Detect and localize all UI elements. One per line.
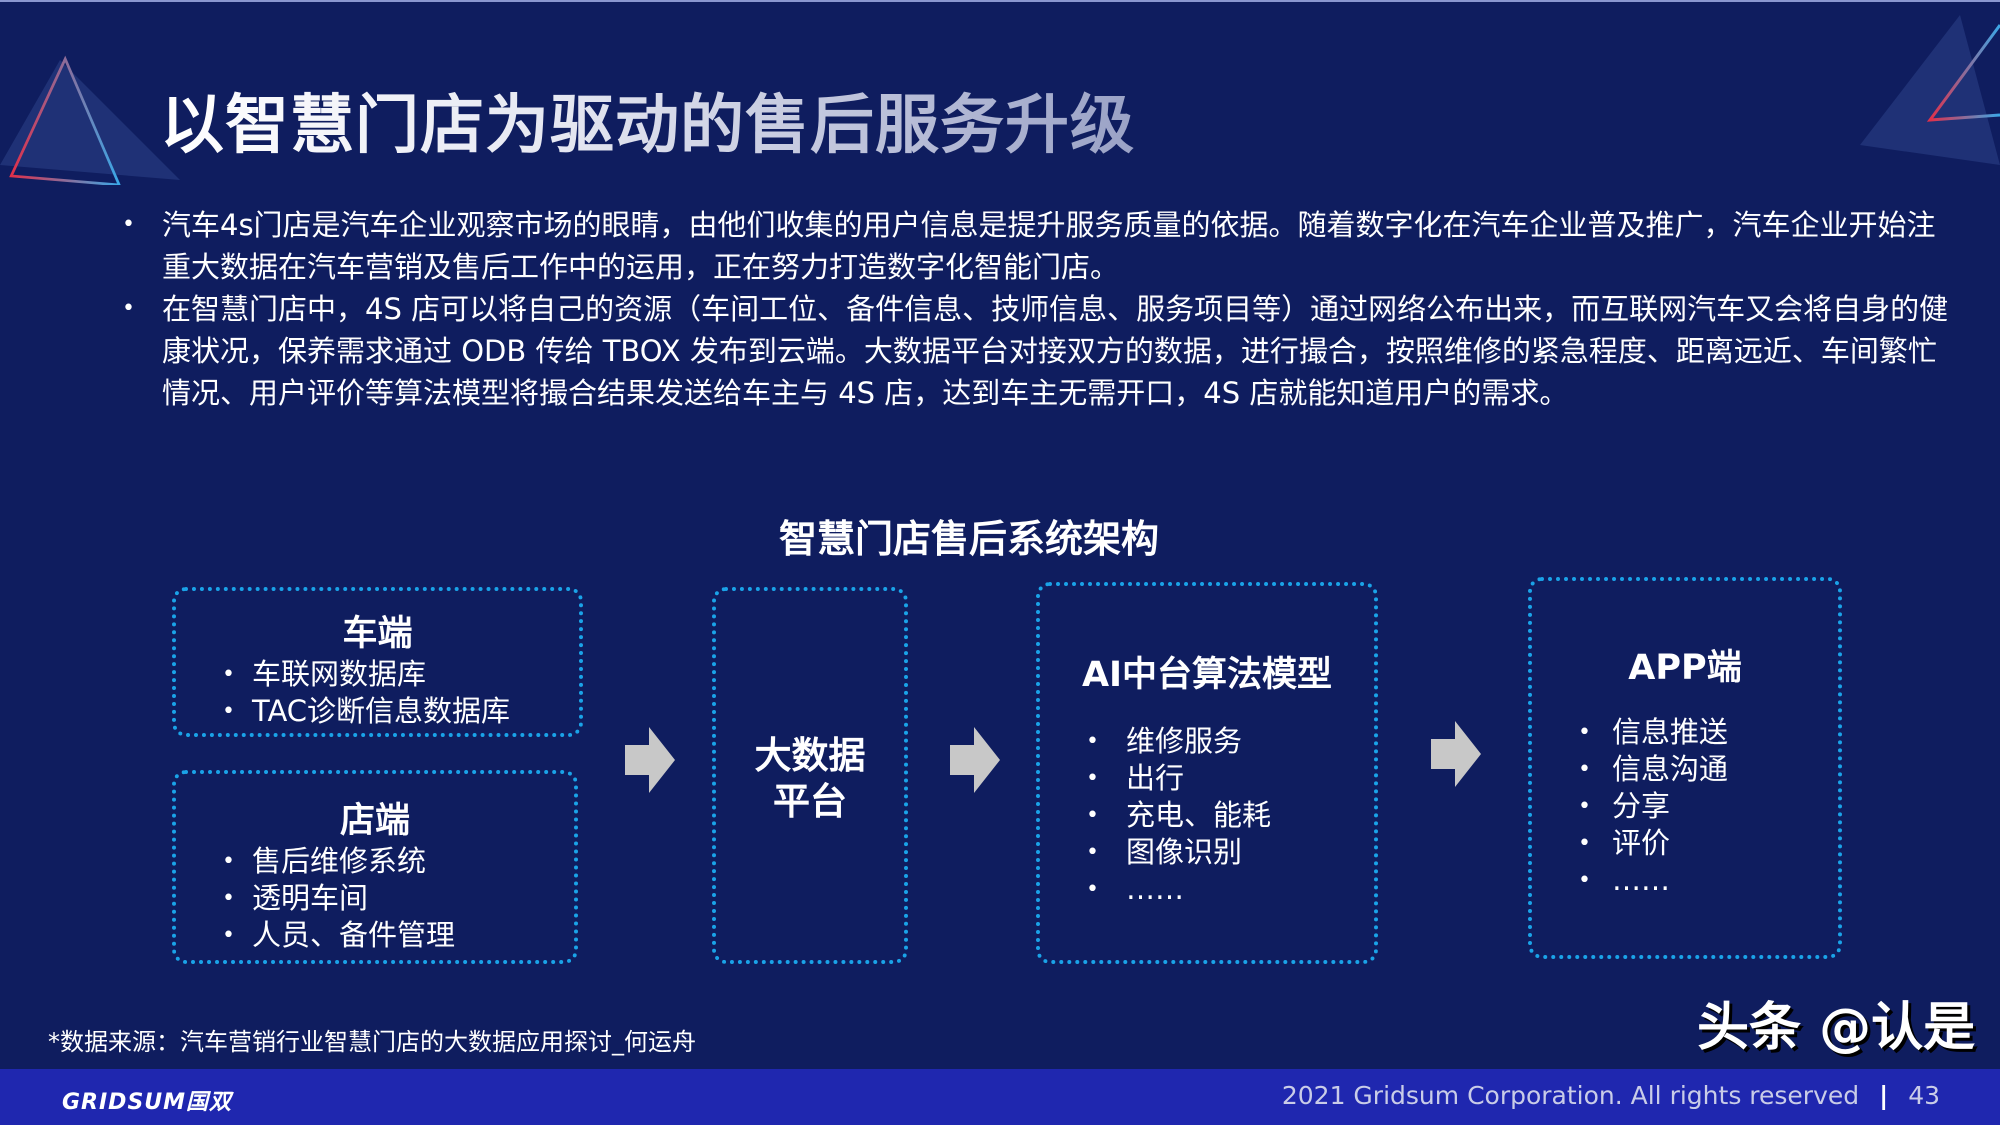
list-item: 人员、备件管理 <box>216 917 574 954</box>
list-item: …… <box>1572 862 1838 899</box>
list-item: 评价 <box>1572 825 1838 862</box>
ai-model-title: AI中台算法模型 <box>1081 655 1333 695</box>
list-item: 车联网数据库 <box>216 656 579 693</box>
triangle-decoration-right <box>1860 15 2000 165</box>
store-end-box: 店端 售后维修系统 透明车间 人员、备件管理 <box>172 770 578 964</box>
list-item: 出行 <box>1080 760 1374 797</box>
car-end-box: 车端 车联网数据库 TAC诊断信息数据库 <box>172 587 583 737</box>
gridsum-logo: GRIDSUM国双 <box>62 1090 233 1115</box>
separator: | <box>1879 1081 1889 1110</box>
list-item: 维修服务 <box>1080 723 1374 760</box>
intro-bullets: 汽车4s门店是汽车企业观察市场的眼睛，由他们收集的用户信息是提升服务质量的依据。… <box>120 204 1960 414</box>
page-number: 43 <box>1908 1081 1940 1110</box>
bullet-item: 在智慧门店中，4S 店可以将自己的资源（车间工位、备件信息、技师信息、服务项目等… <box>120 288 1960 414</box>
platform-title-line2: 平台 <box>773 780 847 823</box>
source-footnote: *数据来源：汽车营销行业智慧门店的大数据应用探讨_何运舟 <box>48 1028 696 1056</box>
list-item: TAC诊断信息数据库 <box>216 693 579 730</box>
watermark: 头条 @认是 <box>1697 998 1976 1058</box>
list-item: 图像识别 <box>1080 834 1374 871</box>
list-item: 充电、能耗 <box>1080 797 1374 834</box>
footer-bar <box>0 1069 2000 1125</box>
list-item: 售后维修系统 <box>216 843 574 880</box>
list-item: 信息沟通 <box>1572 751 1838 788</box>
list-item: …… <box>1080 871 1374 908</box>
car-end-title: 车端 <box>342 614 413 654</box>
platform-title-line1: 大数据 <box>754 734 866 777</box>
list-item: 信息推送 <box>1572 714 1838 751</box>
store-end-title: 店端 <box>339 801 410 841</box>
list-item: 分享 <box>1572 788 1838 825</box>
arrow-right-icon <box>1431 721 1481 787</box>
footer-copyright-line: 2021 Gridsum Corporation. All rights res… <box>1282 1081 1940 1110</box>
top-border <box>0 0 2000 2</box>
arrow-right-icon <box>950 727 1000 793</box>
app-end-box: APP端 信息推送 信息沟通 分享 评价 …… <box>1528 577 1842 959</box>
triangle-decoration-left <box>0 55 180 185</box>
diagram-title: 智慧门店售后系统架构 <box>778 517 1159 561</box>
list-item: 透明车间 <box>216 880 574 917</box>
app-end-title: APP端 <box>1628 648 1742 688</box>
bullet-item: 汽车4s门店是汽车企业观察市场的眼睛，由他们收集的用户信息是提升服务质量的依据。… <box>120 204 1960 288</box>
arrow-right-icon <box>625 727 675 793</box>
copyright-text: 2021 Gridsum Corporation. All rights res… <box>1281 1081 1860 1110</box>
page-title: 以智慧门店为驱动的售后服务升级 <box>160 74 1135 166</box>
big-data-platform-box: 大数据 平台 <box>712 587 908 964</box>
ai-model-box: AI中台算法模型 维修服务 出行 充电、能耗 图像识别 …… <box>1036 582 1378 964</box>
